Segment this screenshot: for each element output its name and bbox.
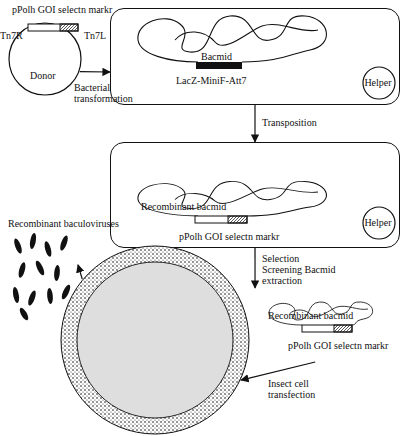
lacz-minif-att7-site [196, 62, 242, 69]
node-text: Recombinant bacmid [141, 201, 226, 212]
virus-group: Recombinant baculoviruses [8, 218, 78, 320]
part-label: Tn7L [84, 30, 106, 41]
recombinant-bacmid: Recombinant bacmid pPolh GOI selectn mark… [240, 288, 400, 362]
bacmid-dna [138, 16, 327, 62]
transposed-insert-bar [195, 216, 247, 223]
process-arrow [254, 105, 255, 142]
node-text: Helper [362, 77, 394, 88]
process-arrow [241, 362, 315, 380]
part-label: Tn7R [0, 30, 23, 41]
part-label: pPolh GOI selectn markr [12, 4, 112, 15]
node-text: Bacmid [201, 51, 232, 62]
process-arrow [254, 248, 255, 288]
extracted-insert-bar [302, 325, 352, 332]
node-text: Recombinant bacmid [268, 310, 353, 321]
donor-insert-bar [28, 24, 78, 31]
cell-outline [60, 245, 250, 435]
bacterial-cell-box: Recombinant bacmid pPolh GOI selectn mark… [110, 142, 400, 248]
step-label: Bacterial transformation [74, 82, 136, 104]
node-text: Helper [362, 217, 394, 228]
baculovirus-particles [12, 233, 72, 322]
process-arrow [78, 265, 82, 279]
helper-plasmid: Helper [362, 66, 396, 100]
recombinant-bacmid-dna [138, 181, 327, 216]
node-text: pPolh GOI selectn markr [288, 340, 388, 351]
node-text: Donor [30, 70, 56, 81]
node-text: pPolh GOI selectn markr [179, 231, 279, 242]
node-text: Recombinant baculoviruses [8, 218, 119, 229]
step-label: Transposition [262, 117, 352, 128]
helper-plasmid: Helper [362, 206, 396, 240]
process-arrow [80, 71, 110, 73]
step-label: Selection Screening Bacmid extraction [262, 253, 340, 286]
node-text: LacZ-MiniF-Att7 [176, 75, 247, 86]
extracted-bacmid-dna [269, 302, 373, 325]
bacterial-cell-box: BacmidLacZ-MiniF-Att7 Helper [110, 8, 400, 105]
step-label: Insect cell transfection [268, 378, 328, 400]
insect-cell [60, 245, 250, 435]
